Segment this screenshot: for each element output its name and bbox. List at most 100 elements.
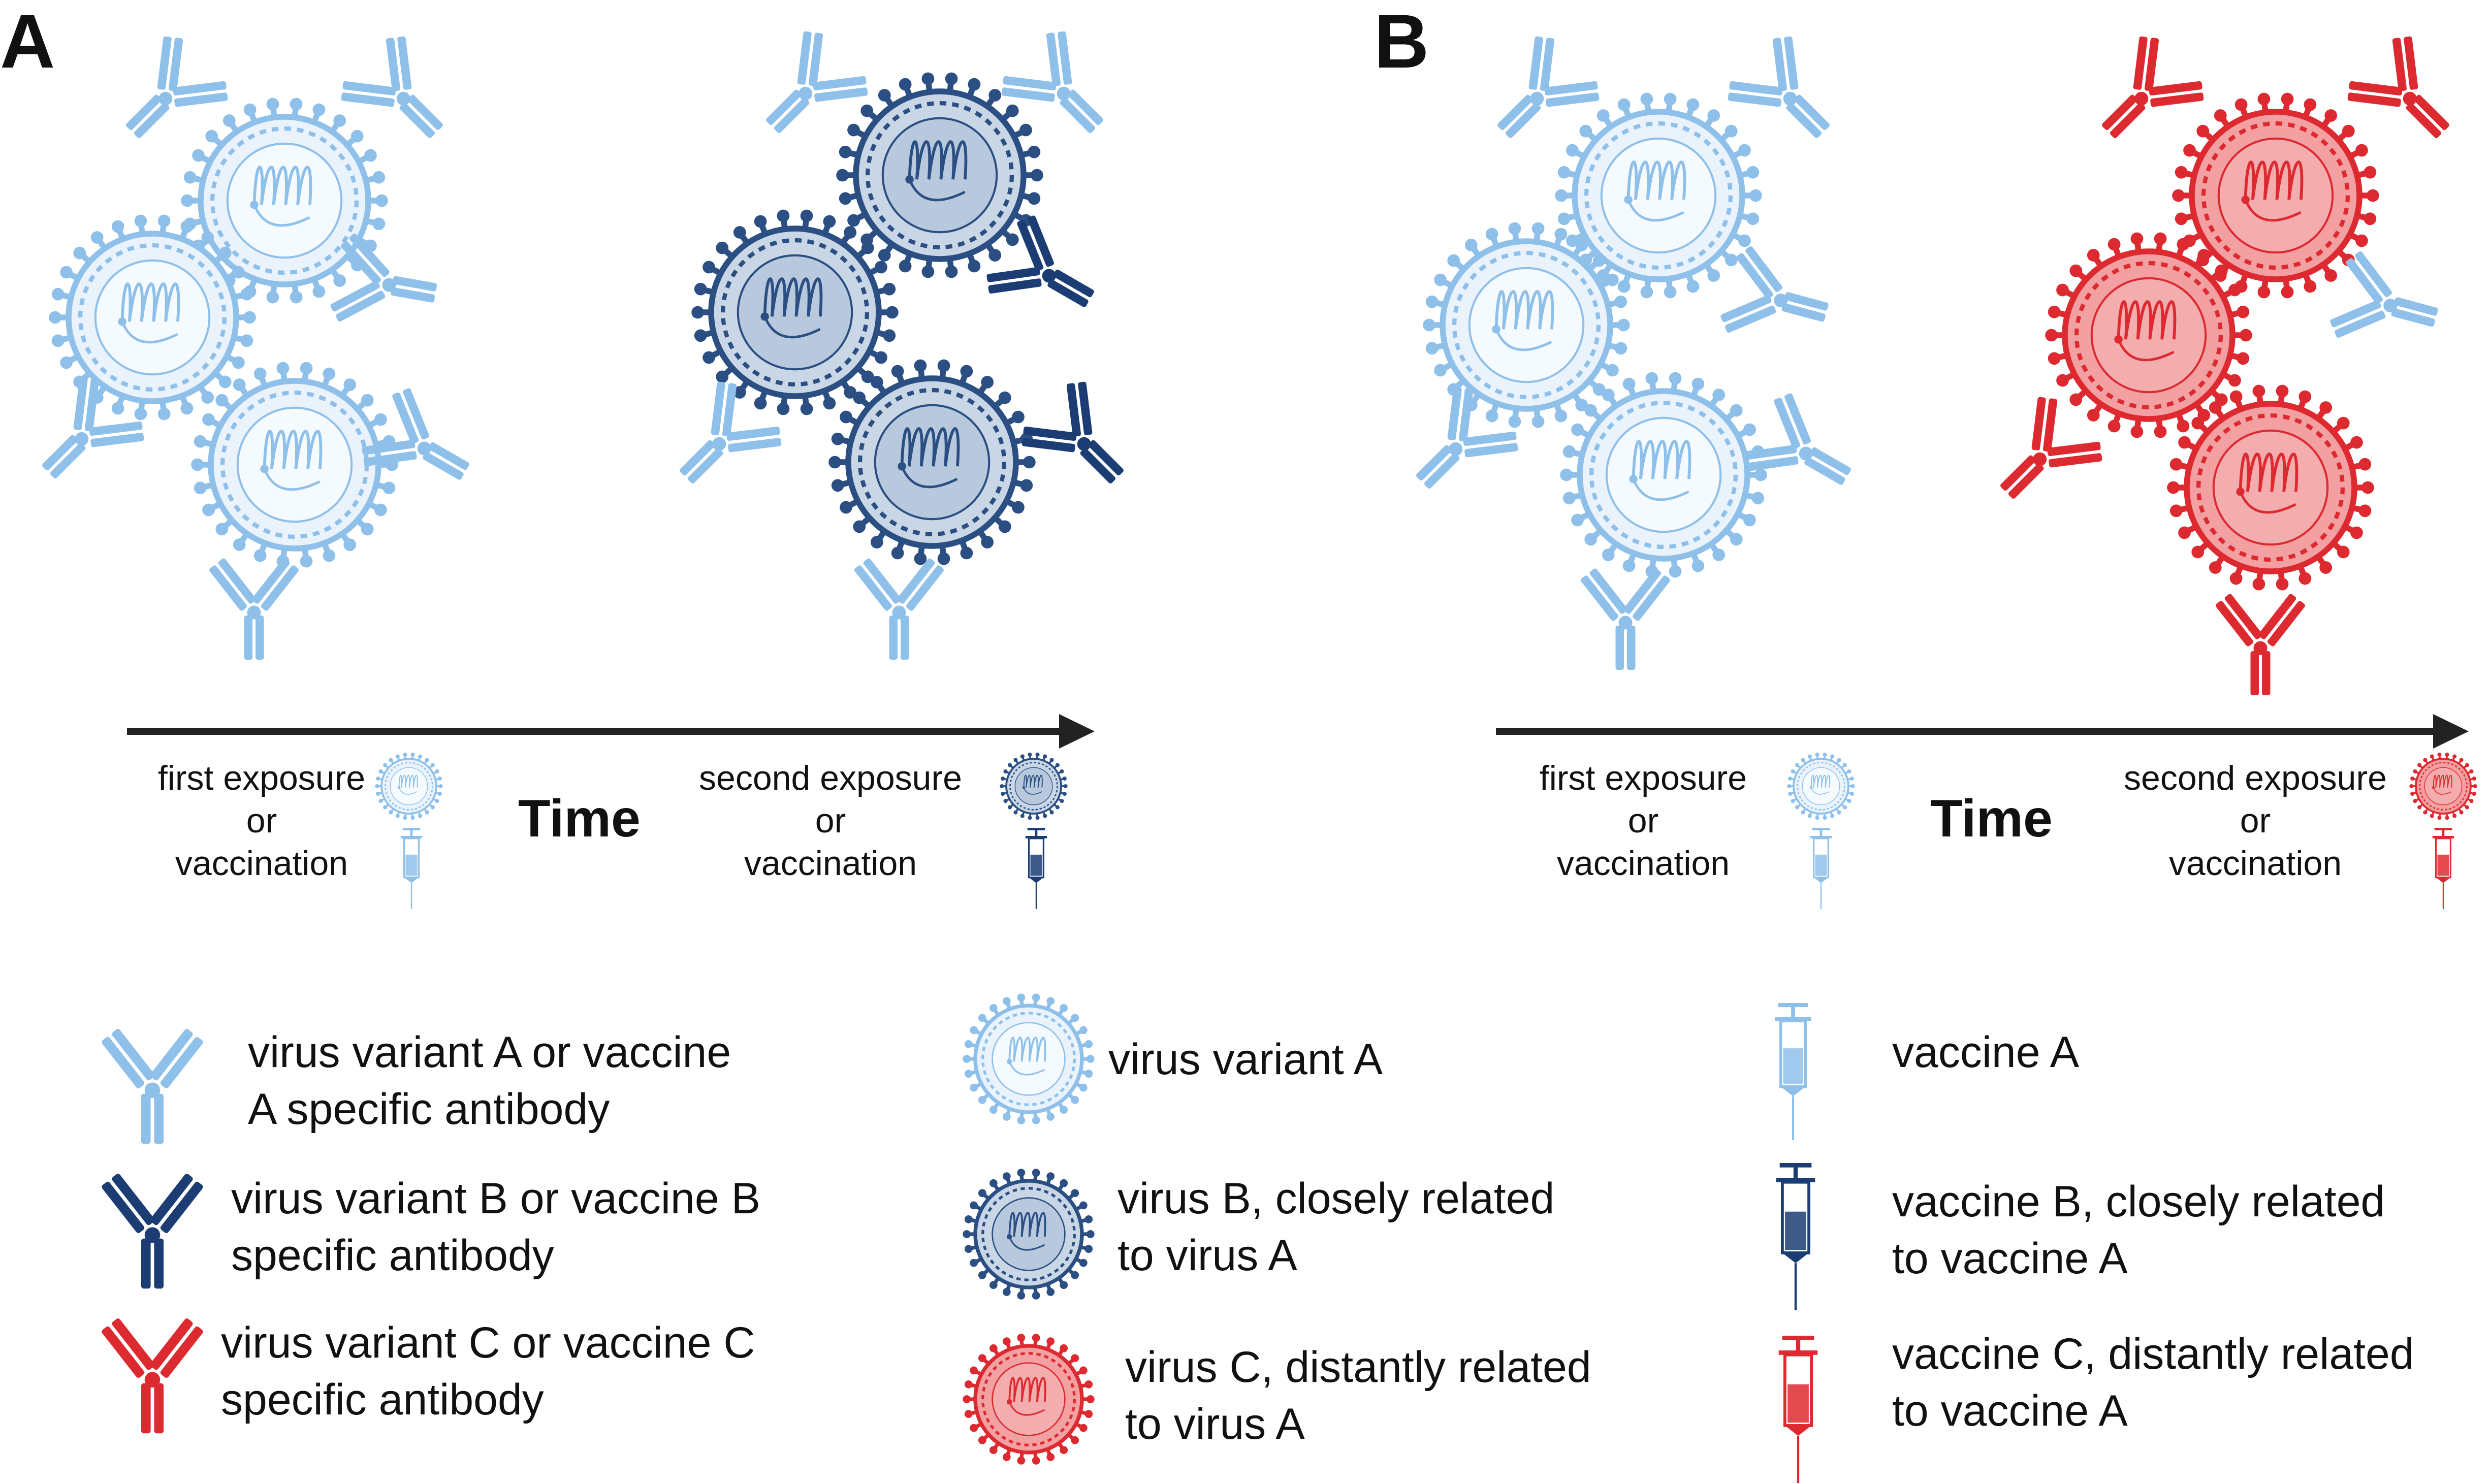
panel-b-antibody-a	[1581, 568, 1670, 670]
panel-b-antibody-a	[2330, 251, 2438, 338]
panel-a-second-vaccine-icon	[1025, 828, 1047, 909]
panel-a-time-arrow	[127, 714, 1095, 749]
legend-line: virus C, distantly related	[1125, 1343, 1591, 1392]
panel-a-virus-b-2	[691, 209, 899, 415]
legend-line: vaccine B, closely related	[1892, 1177, 2385, 1226]
legend-virus-c-icon	[963, 1334, 1095, 1465]
legend-antibody-b-icon	[102, 1174, 203, 1289]
panel-b-virus-c-3	[2167, 384, 2374, 591]
panel-a-antibody-a	[126, 36, 228, 138]
panel-b-antibody-a	[1743, 393, 1851, 485]
panel-b-first-vaccine-icon	[1810, 828, 1832, 909]
legend-antibody-a-icon	[102, 1029, 203, 1144]
panel-b-time-label: Time	[1930, 789, 2053, 848]
legend-vaccine-b-icon	[1776, 1163, 1815, 1310]
panel-b-antibody-c	[2347, 36, 2449, 138]
panel-a-second-exposure-label: second exposure or vaccination	[678, 757, 983, 885]
legend-virus-c-label: virus C, distantly related to virus A	[1125, 1339, 1591, 1453]
legend-line: virus variant C or vaccine C	[221, 1318, 755, 1367]
legend-line: to virus A	[1125, 1400, 1305, 1448]
caption-line: vaccination	[175, 844, 348, 883]
panel-a-antibody-a	[42, 376, 144, 478]
legend-line: virus B, closely related	[1117, 1174, 1555, 1223]
caption-line: or	[815, 801, 846, 840]
panel-b-second-vaccine-icon	[2432, 828, 2454, 909]
legend-antibody-c-label: virus variant C or vaccine C specific an…	[221, 1314, 755, 1428]
caption-line: or	[2240, 801, 2271, 840]
panel-a-antibody-a	[1001, 31, 1103, 133]
legend-line: to vaccine A	[1892, 1234, 2128, 1283]
panel-a-first-exposure-virus-icon	[375, 752, 443, 820]
panel-b-antibody-a	[1728, 36, 1830, 138]
panel-b-virus-a-3	[1560, 372, 1767, 578]
legend-line: to vaccine A	[1892, 1386, 2128, 1435]
caption-line: first exposure	[1539, 759, 1747, 797]
legend-line: vaccine A	[1892, 1028, 2080, 1077]
legend-antibody-b-label: virus variant B or vaccine B specific an…	[231, 1170, 760, 1284]
legend-antibody-c-icon	[102, 1318, 203, 1434]
panel-a-antibody-a	[766, 31, 868, 133]
panel-a-letter: A	[0, 0, 55, 84]
caption-line: or	[1627, 801, 1659, 840]
panel-a-antibody-a	[362, 388, 469, 480]
panel-a-first-vaccine-icon	[400, 828, 423, 909]
panel-a-virus-a-3	[191, 362, 398, 568]
legend-vaccine-b-label: vaccine B, closely related to vaccine A	[1892, 1173, 2385, 1287]
panel-b-antibody-a	[1720, 246, 1829, 333]
legend-vaccine-c-label: vaccine C, distantly related to vaccine …	[1892, 1326, 2414, 1439]
caption-line: first exposure	[157, 759, 366, 797]
legend-line: virus variant A	[1108, 1035, 1383, 1084]
panel-b-antibody-c	[2000, 397, 2102, 499]
panel-a-antibody-a	[680, 381, 782, 483]
legend-line: virus variant A or vaccine	[248, 1028, 731, 1077]
legend-line: A specific antibody	[248, 1085, 610, 1134]
panel-a-antibody-a	[330, 233, 437, 322]
caption-line: vaccination	[2168, 844, 2342, 883]
caption-line: second exposure	[699, 759, 962, 797]
panel-a-antibody-a	[854, 558, 944, 660]
caption-line: second exposure	[2124, 759, 2387, 797]
legend-vaccine-a-label: vaccine A	[1892, 1024, 2079, 1081]
panel-b-letter: B	[1374, 0, 1429, 84]
caption-line: vaccination	[744, 844, 917, 883]
legend-line: to virus A	[1117, 1231, 1297, 1280]
panel-b-antibody-c	[2216, 594, 2305, 695]
panel-a-virus-b-3	[828, 359, 1036, 565]
legend-virus-b-icon	[963, 1169, 1095, 1300]
legend-line: specific antibody	[221, 1375, 544, 1424]
panel-b-second-exposure-virus-icon	[2409, 752, 2477, 820]
panel-b-virus-a-2	[1423, 222, 1630, 428]
panel-a-time-label: Time	[518, 789, 641, 848]
legend-virus-b-label: virus B, closely related to virus A	[1117, 1170, 1554, 1284]
legend-line: virus variant B or vaccine B	[231, 1174, 760, 1223]
caption-line: or	[246, 801, 277, 840]
panel-b-first-exposure-virus-icon	[1787, 752, 1855, 820]
caption-line: vaccination	[1556, 844, 1730, 883]
panel-a-antibody-b	[986, 215, 1094, 307]
legend-vaccine-c-icon	[1778, 1336, 1818, 1483]
panel-a-antibody-a	[341, 36, 443, 138]
panel-b-virus-c-2	[2045, 232, 2252, 438]
panel-a-virus-a-2	[49, 214, 256, 421]
panel-a-antibody-b	[1021, 381, 1124, 483]
panel-a-first-exposure-label: first exposure or vaccination	[135, 757, 389, 885]
panel-b-time-arrow	[1496, 714, 2469, 749]
panel-a-antibody-a	[209, 558, 299, 660]
legend-virus-a-icon	[963, 993, 1095, 1124]
panel-a-virus-b-1	[836, 72, 1043, 278]
legend-virus-a-label: virus variant A	[1108, 1031, 1383, 1088]
panel-b-antibody-a	[1416, 386, 1518, 489]
panel-b-virus-a-1	[1555, 92, 1762, 299]
legend-vaccine-a-icon	[1775, 1003, 1811, 1140]
legend-antibody-a-label: virus variant A or vaccine A specific an…	[248, 1024, 731, 1138]
panel-b-virus-c-1	[2172, 92, 2379, 299]
panel-b-first-exposure-label: first exposure or vaccination	[1516, 757, 1770, 885]
panel-b-antibody-a	[1497, 36, 1600, 138]
panel-b-antibody-c	[2102, 36, 2204, 138]
panel-b-second-exposure-label: second exposure or vaccination	[2103, 757, 2408, 885]
panel-a-second-exposure-virus-icon	[1000, 752, 1068, 820]
legend-line: vaccine C, distantly related	[1892, 1330, 2414, 1378]
legend-line: specific antibody	[231, 1231, 554, 1280]
